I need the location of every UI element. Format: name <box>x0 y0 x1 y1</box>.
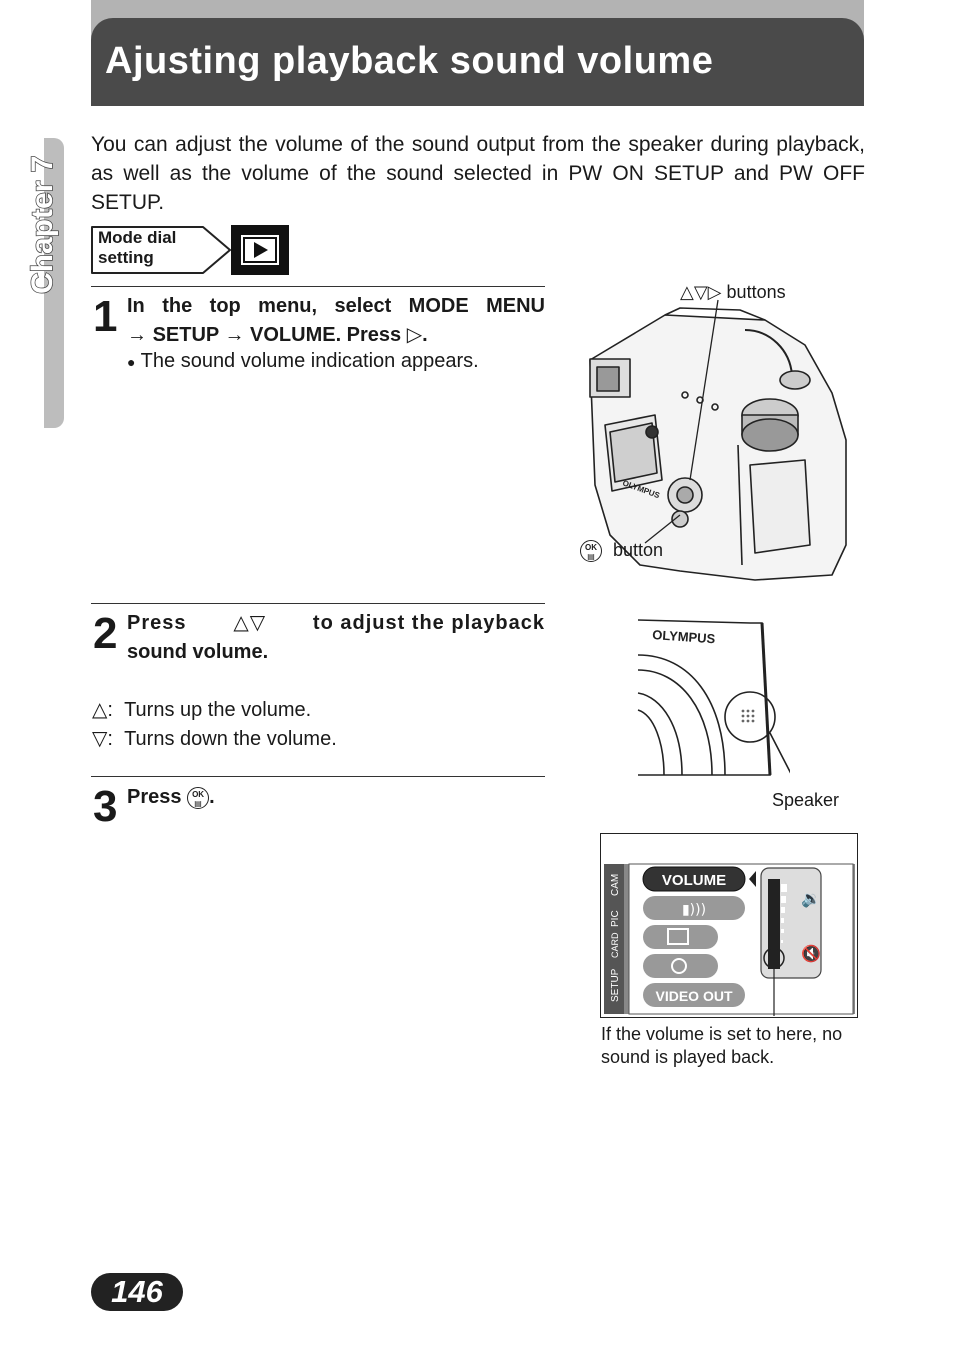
step-number: 2 <box>93 609 118 658</box>
step-1-bullet: ● The sound volume indication appears. <box>127 350 479 372</box>
step-1-line-1: In the top menu, select MODE MENU <box>127 295 545 317</box>
svg-text:VOLUME: VOLUME <box>662 872 726 889</box>
ok-button-icon: OK▤ <box>187 786 210 809</box>
menu-item-video-out <box>643 983 745 1007</box>
mode-dial-arrow-box <box>91 226 231 274</box>
volume-level-bars <box>781 884 787 943</box>
menu-item-clock <box>643 954 718 978</box>
playback-icon <box>231 225 289 275</box>
svg-text:PIC: PIC <box>610 910 621 927</box>
menu-item-volume <box>642 866 746 892</box>
mode-dial-label: Mode dial setting <box>98 228 177 267</box>
step-1-line-2: → SETUP → VOLUME. Press ▷. <box>127 324 428 346</box>
volume-menu-screen: CAM PIC CARD SETUP VOLUME VIDEO OUT ▮)))… <box>604 863 855 1016</box>
up-down-right-buttons-icon: △▽▷ <box>680 282 722 302</box>
camera-back-illustration: OLYMPUS <box>589 299 847 581</box>
up-down-buttons-icon: △▽ <box>233 612 267 634</box>
speaker-icon: 🔉 <box>801 889 821 908</box>
step-3-text: Press OK▤. <box>127 786 215 809</box>
svg-text:SETUP: SETUP <box>610 968 621 1002</box>
page-number: 146 <box>111 1274 163 1309</box>
figure1-buttons-label: △▽▷ buttons <box>680 282 786 302</box>
step-number: 3 <box>93 782 118 831</box>
svg-text:VIDEO OUT: VIDEO OUT <box>655 988 732 1004</box>
ok-button-icon: OK▤ <box>580 540 602 563</box>
camera-speaker-illustration: OLYMPUS <box>637 619 790 776</box>
sound-icon: ▮))) <box>682 902 706 918</box>
bullet-icon: ● <box>127 354 136 370</box>
page-title: Ajusting playback sound volume <box>105 40 714 82</box>
mute-icon: 🔇 <box>801 944 821 963</box>
arrow-icon: → <box>127 324 147 346</box>
clock-icon <box>671 958 687 974</box>
chapter-label: Chapter 7 <box>25 155 60 295</box>
screen-icon <box>667 928 689 945</box>
right-triangle-icon: ▷ <box>406 324 423 346</box>
up-button-description: △: Turns up the volume. <box>92 699 312 721</box>
figure1-ok-label: OK▤ button <box>580 539 663 563</box>
down-button-description: ▽: Turns down the volume. <box>92 728 337 750</box>
up-triangle-icon: △ <box>92 699 108 721</box>
step-divider <box>91 603 545 604</box>
menu-item-screen <box>643 925 718 949</box>
chapter-tab <box>44 138 64 428</box>
lcd-screen-frame: CAM PIC CARD SETUP VOLUME VIDEO OUT ▮)))… <box>600 833 858 1018</box>
step-divider <box>91 776 545 777</box>
intro-paragraph: You can adjust the volume of the sound o… <box>91 133 865 214</box>
svg-text:CAM: CAM <box>610 874 621 896</box>
step-2-line-2: sound volume. <box>127 641 269 663</box>
arrow-icon: → <box>224 324 245 346</box>
down-triangle-icon: ▽ <box>92 728 108 750</box>
figure3-caption: If the volume is set to here, no sound i… <box>601 1024 843 1067</box>
page-number-badge <box>91 1273 183 1311</box>
step-2-line-1: Press △▽ to adjust the playback <box>127 609 545 638</box>
menu-item-sound <box>643 896 745 920</box>
svg-text:CARD: CARD <box>610 932 620 958</box>
step-number: 1 <box>93 292 118 341</box>
svg-text:Chapter 7: Chapter 7 <box>26 156 59 294</box>
speaker-label: Speaker <box>772 790 840 810</box>
brand-logo: OLYMPUS <box>652 627 716 646</box>
title-bar <box>91 18 864 106</box>
step-divider <box>91 286 545 287</box>
